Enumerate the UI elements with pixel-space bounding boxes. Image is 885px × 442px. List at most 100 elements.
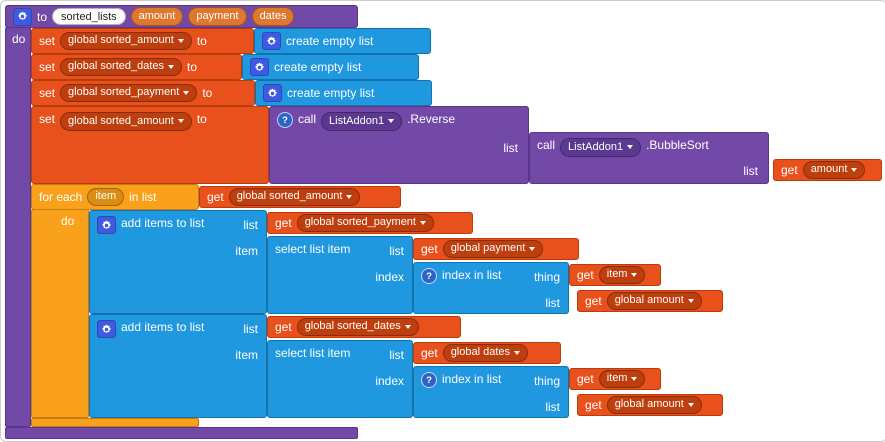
procedure-do-label: do xyxy=(12,32,26,46)
foreach-do-label: do xyxy=(61,214,75,228)
dropdown-caret-icon xyxy=(183,91,190,95)
procedure-block-header[interactable]: to sorted_lists amount payment dates xyxy=(5,5,358,28)
variable-dropdown[interactable]: amount xyxy=(802,160,866,180)
select-list-item-block-2[interactable]: select list item list index xyxy=(267,340,413,418)
get-global-sorted-amount-block[interactable]: get global sorted_amount xyxy=(199,186,401,208)
get-global-sorted-dates-block[interactable]: get global sorted_dates xyxy=(267,316,461,338)
variable-dropdown[interactable]: global dates xyxy=(442,343,529,363)
dropdown-caret-icon xyxy=(627,145,634,150)
get-label: get xyxy=(421,346,438,360)
foreach-bottom-bar[interactable] xyxy=(31,418,199,427)
component-dropdown-label: ListAddon1 xyxy=(329,114,385,127)
get-label: get xyxy=(421,242,438,256)
create-empty-list-block[interactable]: create empty list xyxy=(242,54,419,80)
procedure-bottom-bar[interactable] xyxy=(5,427,358,439)
variable-dropdown-label: global sorted_dates xyxy=(68,60,165,73)
dropdown-caret-icon xyxy=(687,403,694,407)
index-in-list-label: index in list xyxy=(442,372,502,386)
set-global-sorted-dates-block[interactable]: set global sorted_dates to xyxy=(31,54,242,80)
get-global-sorted-payment-block[interactable]: get global sorted_payment xyxy=(267,212,473,234)
loop-variable-field[interactable]: item xyxy=(87,187,125,207)
variable-dropdown[interactable]: global sorted_dates xyxy=(296,317,419,337)
set-label: set xyxy=(39,112,56,126)
get-item-block-2[interactable]: get item xyxy=(569,368,661,390)
component-dropdown[interactable]: ListAddon1 xyxy=(321,112,403,131)
variable-dropdown[interactable]: global sorted_dates xyxy=(60,57,183,77)
dropdown-caret-icon xyxy=(687,299,694,303)
index-in-list-label: index in list xyxy=(442,268,502,282)
variable-dropdown[interactable]: global sorted_payment xyxy=(60,83,198,103)
arg-list-label: list xyxy=(545,400,560,414)
dropdown-caret-icon xyxy=(168,65,175,69)
get-global-amount-block-1[interactable]: get global amount xyxy=(577,290,723,312)
add-items-label: add items to list xyxy=(121,216,205,230)
to-label: to xyxy=(187,60,198,74)
select-list-item-label: select list item xyxy=(275,242,351,256)
variable-dropdown[interactable]: global sorted_payment xyxy=(296,213,434,233)
call-bubblesort-block[interactable]: call ListAddon1 .BubbleSort list xyxy=(529,132,769,184)
param-chip-payment[interactable]: payment xyxy=(188,7,247,26)
foreach-left-spine[interactable] xyxy=(31,209,89,418)
select-list-item-label: select list item xyxy=(275,346,351,360)
to-label: to xyxy=(196,34,207,48)
param-chip-dates[interactable]: dates xyxy=(251,7,295,26)
help-icon[interactable]: ? xyxy=(421,372,437,388)
help-icon[interactable]: ? xyxy=(277,112,293,128)
component-dropdown-label: ListAddon1 xyxy=(568,140,624,153)
call-label: call xyxy=(537,138,556,152)
gear-icon[interactable] xyxy=(13,7,32,26)
procedure-name-field[interactable]: sorted_lists xyxy=(52,8,126,25)
dropdown-caret-icon xyxy=(419,221,426,225)
get-global-payment-block[interactable]: get global payment xyxy=(413,238,579,260)
gear-icon[interactable] xyxy=(97,320,116,338)
arg-list-label: list xyxy=(243,218,258,232)
variable-dropdown[interactable]: global sorted_amount xyxy=(228,187,361,207)
select-list-item-block-1[interactable]: select list item list index xyxy=(267,236,413,314)
call-label: call xyxy=(298,112,317,126)
variable-dropdown[interactable]: global payment xyxy=(442,239,544,259)
create-empty-list-label: create empty list xyxy=(286,34,374,48)
gear-icon[interactable] xyxy=(97,216,116,234)
variable-dropdown[interactable]: item xyxy=(598,265,646,285)
gear-icon[interactable] xyxy=(250,58,269,76)
set-global-sorted-payment-block[interactable]: set global sorted_payment to xyxy=(31,80,255,106)
get-global-amount-block-2[interactable]: get global amount xyxy=(577,394,723,416)
set-global-sorted-amount-block-2[interactable]: set global sorted_amount to xyxy=(31,106,269,184)
index-in-list-block-2[interactable]: ? index in list thing list xyxy=(413,366,569,418)
param-chip-amount[interactable]: amount xyxy=(130,7,184,26)
create-empty-list-block[interactable]: create empty list xyxy=(255,80,432,106)
add-items-to-list-block-2[interactable]: add items to list list item xyxy=(89,314,267,418)
gear-icon[interactable] xyxy=(263,84,282,102)
variable-dropdown[interactable]: global amount xyxy=(606,291,702,311)
variable-dropdown-label: global sorted_amount xyxy=(236,190,343,203)
foreach-label: for each xyxy=(39,190,83,204)
get-label: get xyxy=(585,294,602,308)
variable-dropdown-label: global amount xyxy=(614,398,684,411)
gear-icon-glyph xyxy=(102,220,111,229)
procedure-left-spine[interactable] xyxy=(5,27,31,427)
variable-dropdown[interactable]: global sorted_amount xyxy=(60,31,192,51)
get-item-block-1[interactable]: get item xyxy=(569,264,661,286)
index-in-list-block-1[interactable]: ? index in list thing list xyxy=(413,262,569,314)
variable-dropdown-label: global dates xyxy=(450,346,511,359)
help-icon[interactable]: ? xyxy=(421,268,437,284)
variable-dropdown[interactable]: item xyxy=(598,369,646,389)
arg-list-label: list xyxy=(243,322,258,336)
component-dropdown[interactable]: ListAddon1 xyxy=(560,138,642,157)
variable-dropdown[interactable]: global amount xyxy=(606,395,702,415)
add-items-to-list-block-1[interactable]: add items to list list item xyxy=(89,210,267,314)
get-amount-block[interactable]: get amount xyxy=(773,159,882,181)
get-label: get xyxy=(781,163,798,177)
variable-dropdown[interactable]: global sorted_amount xyxy=(60,112,192,131)
create-empty-list-block[interactable]: create empty list xyxy=(254,28,431,54)
set-label: set xyxy=(39,86,56,100)
get-global-dates-block[interactable]: get global dates xyxy=(413,342,561,364)
foreach-block-header[interactable]: for each item in list xyxy=(31,184,199,210)
gear-icon-glyph xyxy=(18,11,27,20)
arg-list-label: list xyxy=(389,244,404,258)
set-global-sorted-amount-block[interactable]: set global sorted_amount to xyxy=(31,28,254,54)
call-reverse-block[interactable]: ? call ListAddon1 .Reverse list xyxy=(269,106,529,184)
variable-dropdown-label: global sorted_amount xyxy=(68,114,174,127)
gear-icon[interactable] xyxy=(262,32,281,50)
